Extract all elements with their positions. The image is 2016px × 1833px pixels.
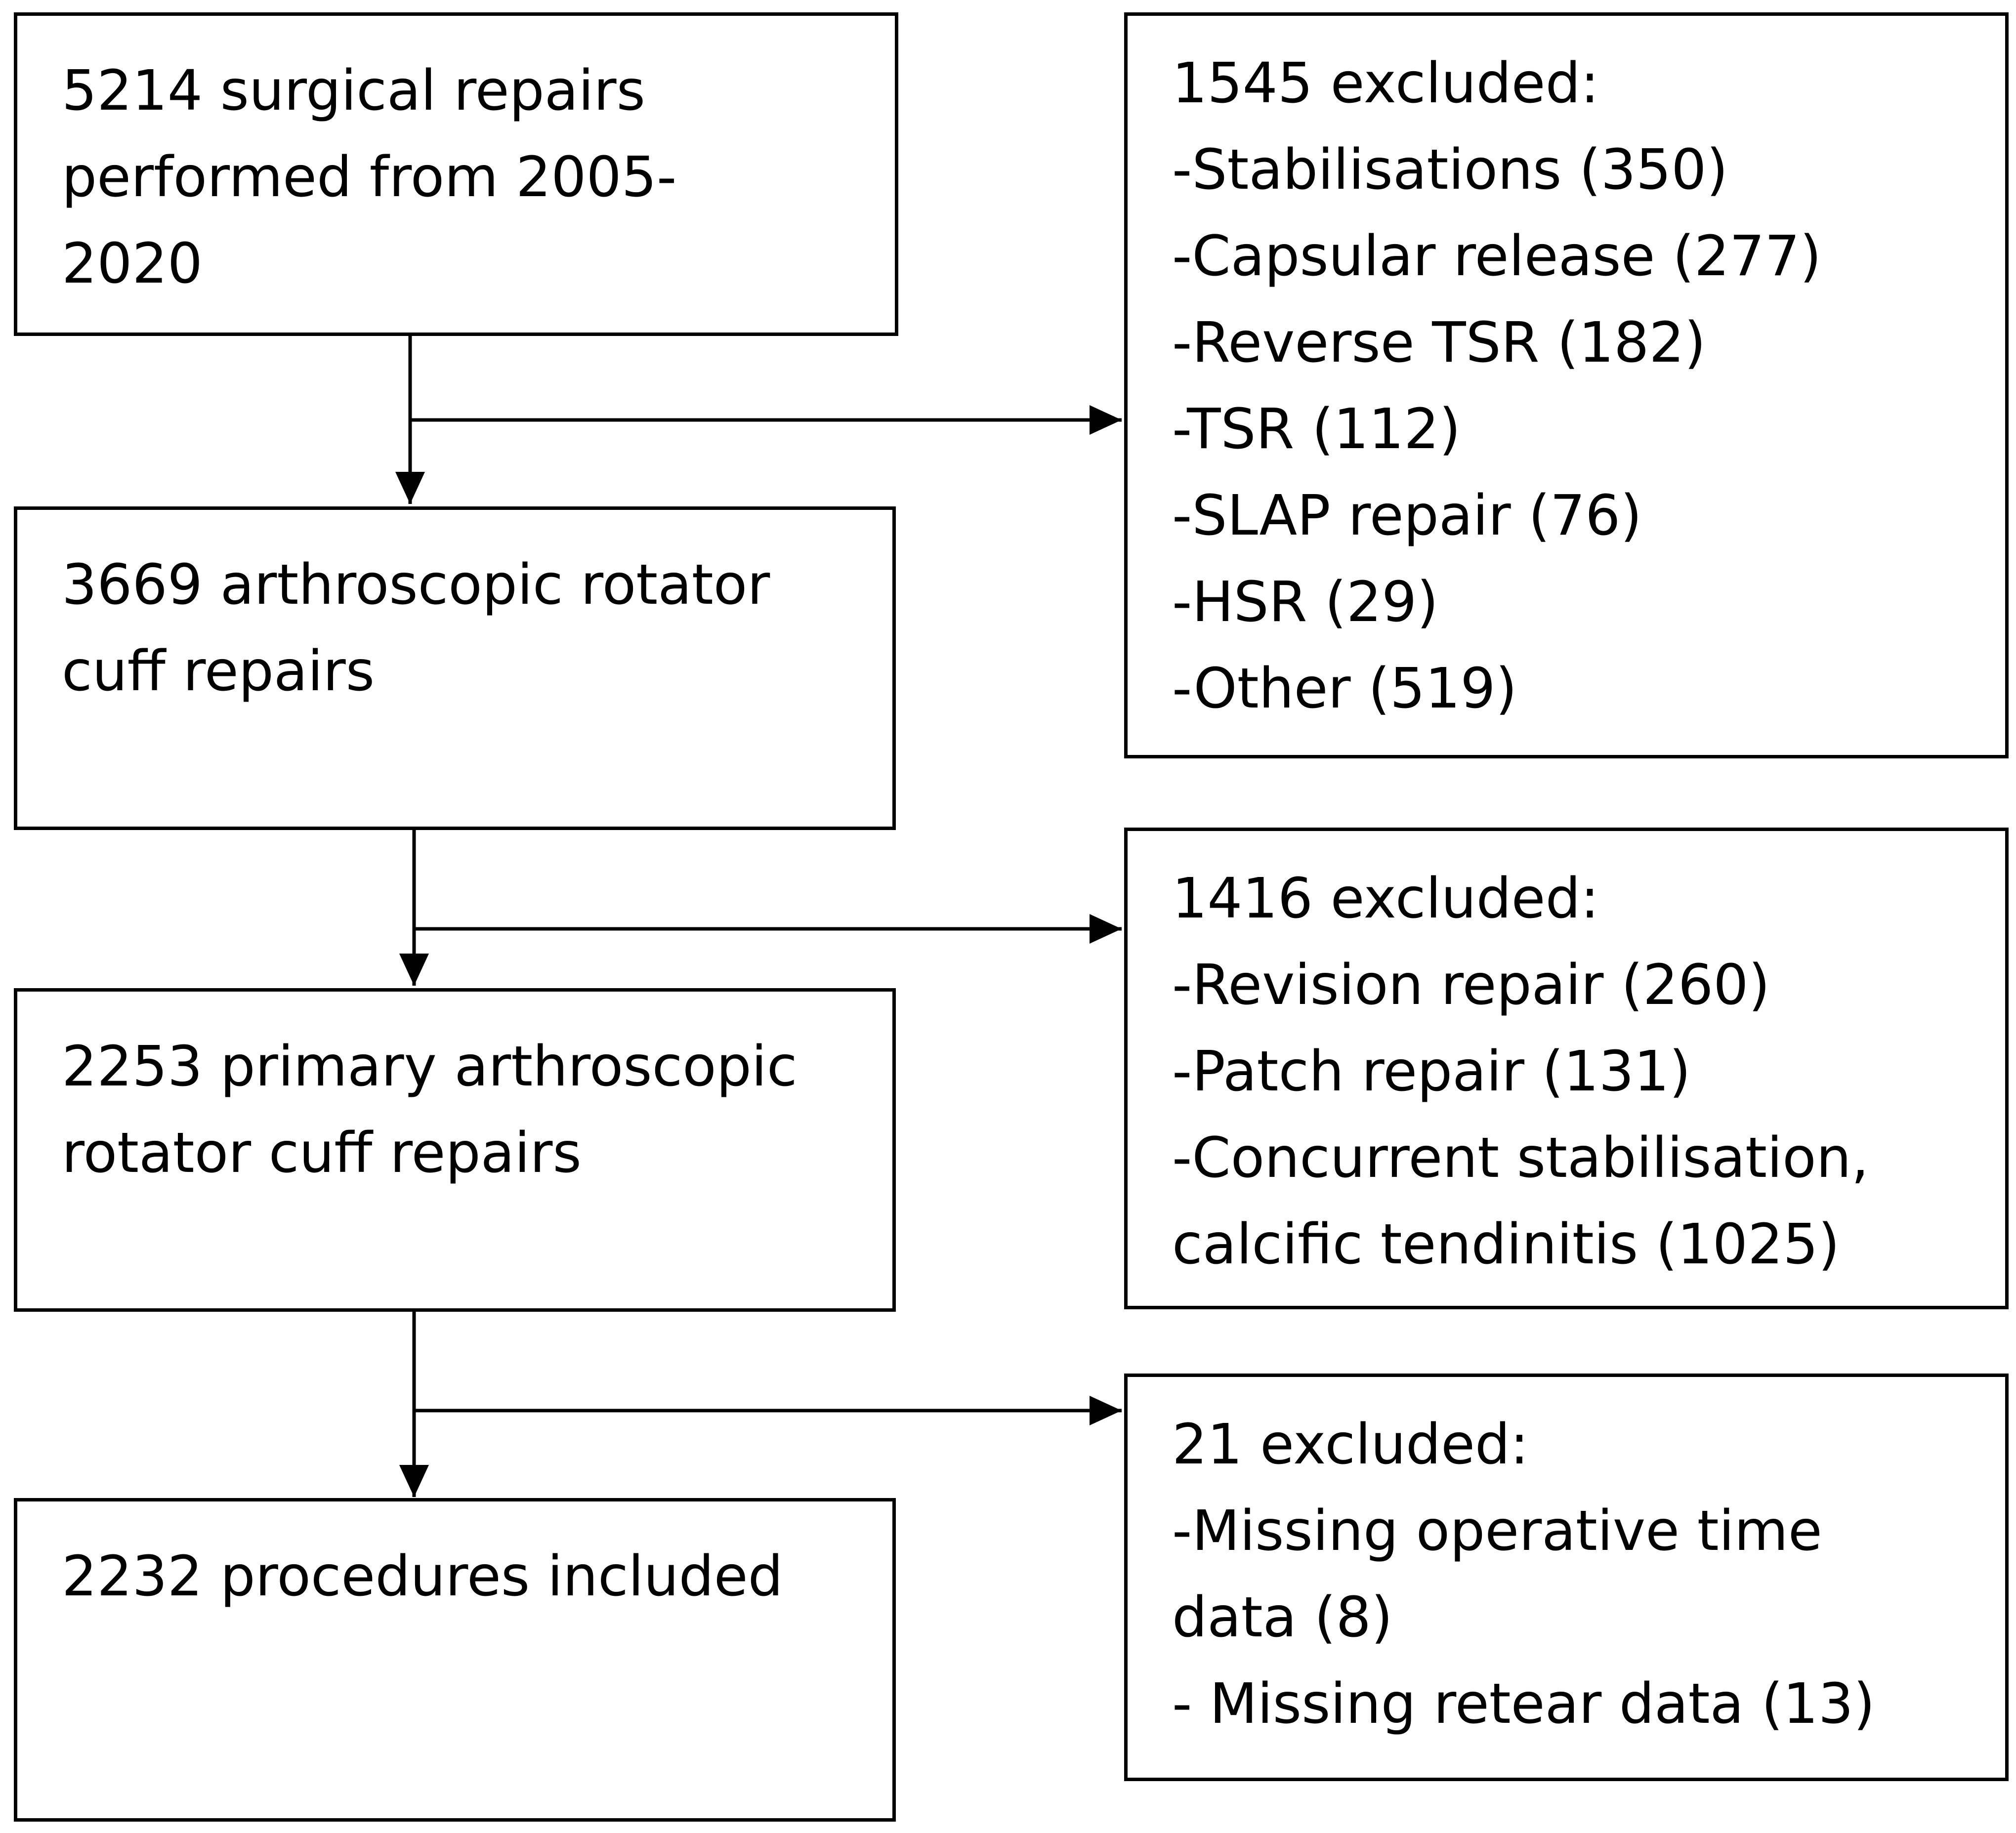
exclusion-text: -HSR (29) bbox=[1172, 570, 1439, 634]
flow-text: rotator cuff repairs bbox=[62, 1121, 582, 1185]
exclusion-text: -Reverse TSR (182) bbox=[1172, 311, 1706, 375]
exclusion-box-1545: 1545 excluded: -Stabilisations (350) -Ca… bbox=[1124, 12, 2009, 758]
exclusion-text: -Capsular release (277) bbox=[1172, 224, 1822, 289]
exclusion-text: -Stabilisations (350) bbox=[1172, 138, 1728, 202]
flow-text: 2020 bbox=[62, 232, 203, 296]
arrowhead-stage4 bbox=[399, 1465, 429, 1497]
exclusion-text: -Other (519) bbox=[1172, 657, 1517, 721]
exclusion-text: -TSR (112) bbox=[1172, 397, 1461, 461]
flow-box-surgical-repairs: 5214 surgical repairs performed from 200… bbox=[14, 12, 898, 336]
exclusion-text: 1416 excluded: bbox=[1172, 867, 1599, 931]
exclusion-text: -Missing operative time bbox=[1172, 1499, 1822, 1563]
flow-text: 2253 primary arthroscopic bbox=[62, 1035, 798, 1099]
flow-text: 2232 procedures included bbox=[62, 1544, 783, 1609]
flow-box-primary-repairs: 2253 primary arthroscopic rotator cuff r… bbox=[14, 988, 896, 1312]
exclusion-text: -Patch repair (131) bbox=[1172, 1040, 1691, 1104]
arrowhead-exclusion2 bbox=[1090, 914, 1122, 944]
exclusion-text: -Concurrent stabilisation, bbox=[1172, 1126, 1869, 1190]
exclusion-text: calcific tendinitis (1025) bbox=[1172, 1212, 1840, 1277]
exclusion-text: 1545 excluded: bbox=[1172, 51, 1599, 116]
arrowhead-stage3 bbox=[399, 954, 429, 986]
flow-box-arthroscopic-repairs: 3669 arthroscopic rotator cuff repairs bbox=[14, 506, 896, 830]
exclusion-text: 21 excluded: bbox=[1172, 1413, 1529, 1477]
arrowhead-exclusion3 bbox=[1090, 1396, 1122, 1425]
flow-text: 3669 arthroscopic rotator bbox=[62, 553, 770, 617]
exclusion-text: data (8) bbox=[1172, 1585, 1393, 1650]
arrowhead-exclusion1 bbox=[1090, 405, 1122, 435]
arrowhead-stage2 bbox=[395, 472, 425, 504]
flow-box-procedures-included: 2232 procedures included bbox=[14, 1498, 896, 1822]
flow-text: 5214 surgical repairs bbox=[62, 59, 645, 123]
flow-text: cuff repairs bbox=[62, 639, 375, 704]
exclusion-text: -Revision repair (260) bbox=[1172, 953, 1770, 1017]
exclusion-box-21: 21 excluded: -Missing operative time dat… bbox=[1124, 1374, 2009, 1781]
exclusion-text: -SLAP repair (76) bbox=[1172, 484, 1642, 548]
exclusion-text: - Missing retear data (13) bbox=[1172, 1672, 1875, 1736]
flow-text: performed from 2005- bbox=[62, 145, 677, 209]
exclusion-box-1416: 1416 excluded: -Revision repair (260) -P… bbox=[1124, 828, 2009, 1309]
